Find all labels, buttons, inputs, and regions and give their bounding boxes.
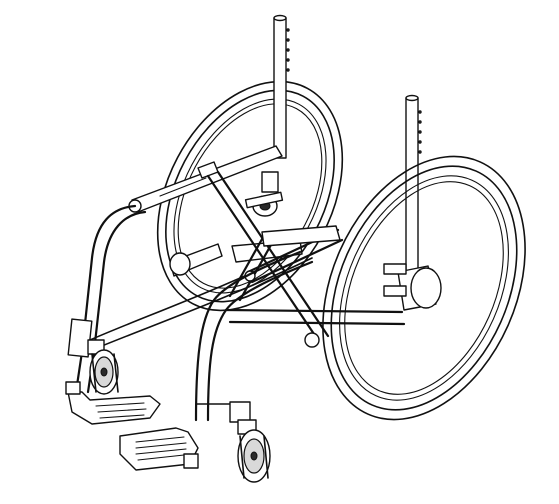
left-caster <box>87 339 119 395</box>
right-caster <box>237 419 271 483</box>
right-push-post <box>405 94 422 277</box>
right-rear-wheel <box>322 155 526 421</box>
axle-hub <box>383 263 442 311</box>
left-footplate <box>65 381 161 425</box>
right-footplate <box>119 427 199 471</box>
cross-brace <box>206 170 344 342</box>
left-push-post <box>244 14 290 217</box>
front-frame-left <box>67 204 313 394</box>
front-frame-right <box>194 250 406 423</box>
